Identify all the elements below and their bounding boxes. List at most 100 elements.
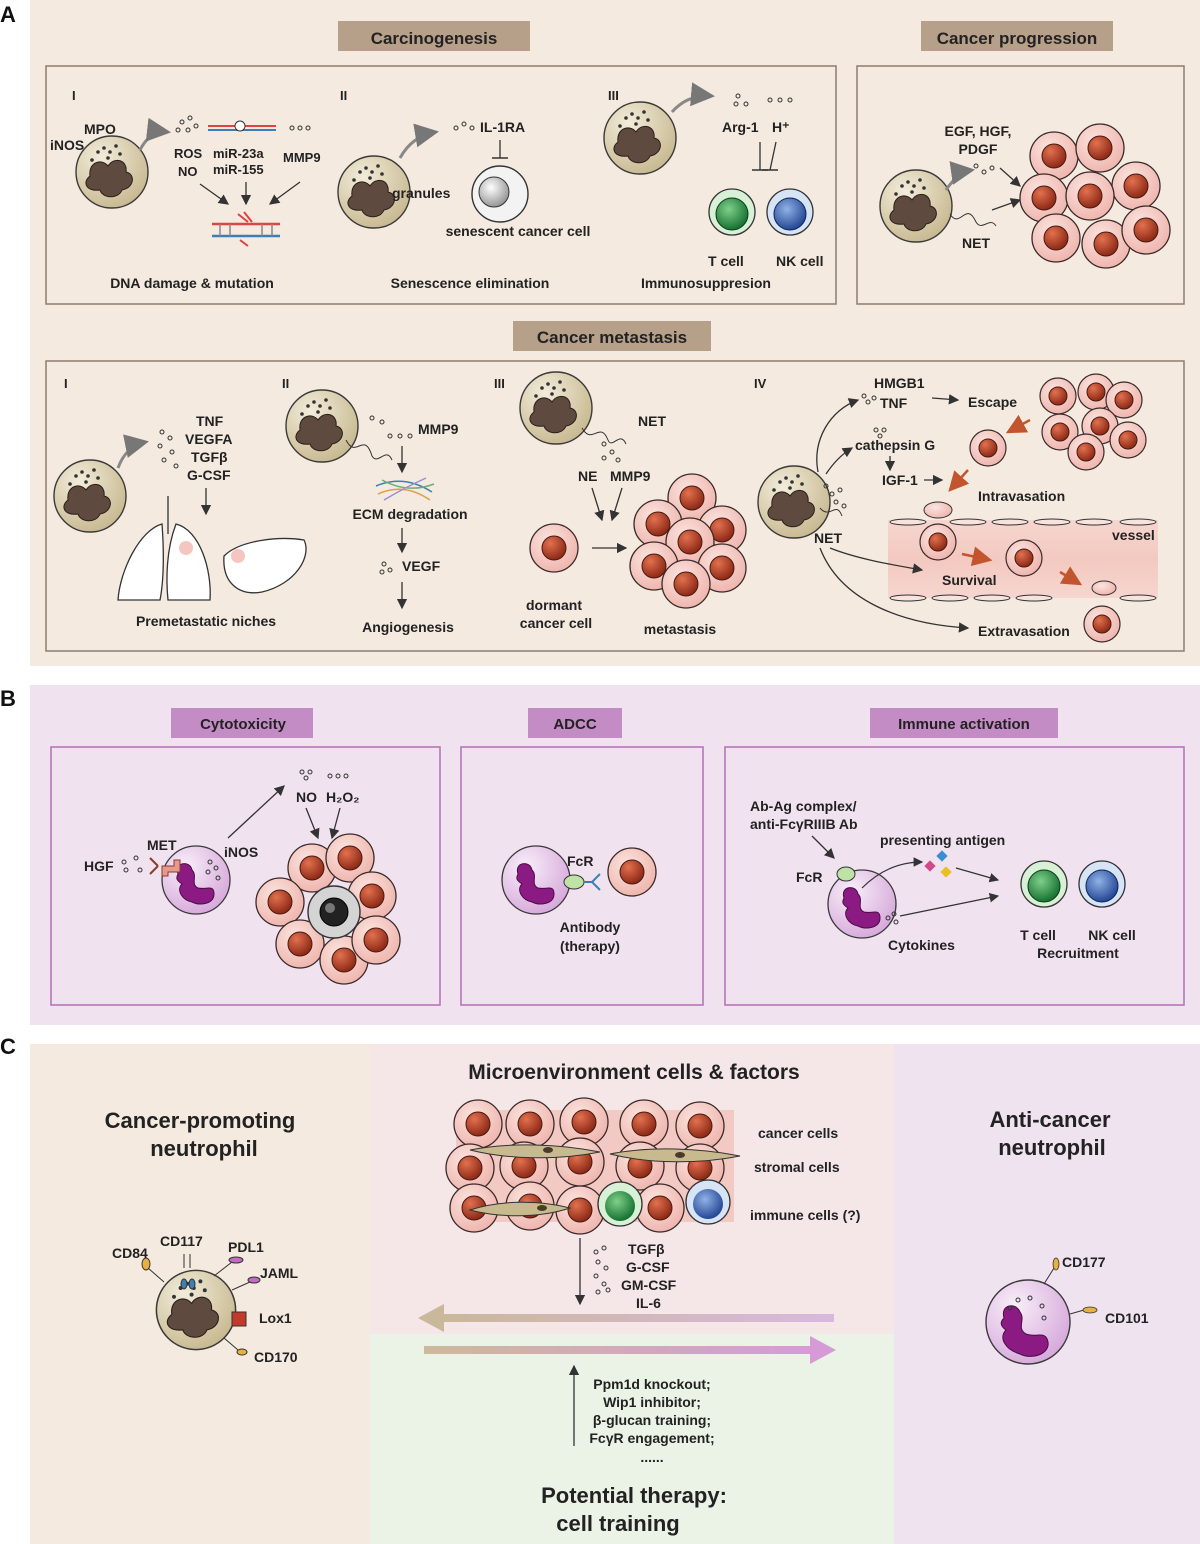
mir155-label: miR-155	[213, 162, 264, 177]
dormant-cancer-cell	[529, 523, 579, 573]
factor-dots	[593, 1245, 611, 1295]
ros-label: ROS	[174, 146, 203, 161]
neutrophil-cell	[603, 101, 677, 175]
factor-il6: IL-6	[636, 1295, 661, 1311]
senescent-cell	[471, 165, 529, 223]
metastasis-ii-dots	[369, 415, 413, 439]
metastasis-iv-roman: IV	[754, 376, 767, 391]
marker-cd84: CD84	[112, 1245, 148, 1261]
progression-factors-1: EGF, HGF,	[945, 123, 1012, 139]
t-cell	[708, 188, 756, 236]
metastasis-i-dots	[157, 429, 179, 469]
met-receptor-icon	[149, 857, 181, 877]
vegf-label: VEGF	[402, 558, 441, 574]
mmp9-label: MMP9	[283, 150, 321, 165]
therapy-item-2: Wip1 inhibitor;	[603, 1394, 701, 1410]
carcinogenesis-i-roman: I	[72, 88, 76, 103]
adcc-box	[460, 746, 704, 1006]
target-cancer-cell	[607, 847, 657, 897]
marker-cd117: CD117	[160, 1233, 203, 1249]
promoting-markers	[141, 1254, 261, 1356]
panel-c-mid-bottom-background	[370, 1334, 894, 1544]
left-conversion-arrow	[418, 1304, 834, 1332]
marker-cd101: CD101	[1105, 1310, 1149, 1326]
progression-title-box	[921, 21, 1113, 51]
tgfb-label: TGFβ	[191, 449, 228, 465]
fcr-immune-label: FcR	[796, 869, 822, 885]
dormant-label-2: cancer cell	[520, 615, 592, 631]
antibody-label-1: Antibody	[560, 919, 621, 935]
mmp9-met-label: MMP9	[418, 421, 459, 437]
tumor-cluster-b	[255, 833, 401, 985]
marker-pdl1: PDL1	[228, 1239, 264, 1255]
metastasis-i-roman: I	[64, 376, 68, 391]
progression-title: Cancer progression	[937, 29, 1098, 48]
ros-dots	[175, 115, 199, 133]
escaping-cell	[969, 429, 1007, 467]
carcinogenesis-box	[45, 65, 837, 305]
cytotoxicity-title-box	[171, 708, 313, 738]
presenting-antigen-label: presenting antigen	[880, 832, 1005, 848]
cathepsin-label: cathepsin G	[855, 437, 935, 453]
microenvironment-tissue	[445, 1097, 741, 1235]
immune-cells-label: immune cells (?)	[750, 1207, 860, 1223]
cytotoxicity-title: Cytotoxicity	[200, 716, 287, 733]
fcr-adcc-label: FcR	[567, 853, 593, 869]
granules-label: granules	[392, 185, 451, 201]
arg1-dots	[733, 93, 793, 107]
inos-label: iNOS	[50, 137, 84, 153]
il1ra-dots	[453, 121, 475, 131]
immune-title-box	[870, 708, 1058, 738]
metastasis-iii-roman: III	[494, 376, 505, 391]
ecm-label: ECM degradation	[352, 506, 467, 522]
cancer-cells-label: cancer cells	[758, 1125, 838, 1141]
carcinogenesis-title-box	[338, 21, 530, 51]
vegf-dots	[379, 561, 393, 575]
carcinogenesis-iii-roman: III	[608, 88, 619, 103]
t-cell-b	[1020, 860, 1068, 908]
mpo-label: MPO	[84, 121, 116, 137]
no-label: NO	[178, 164, 198, 179]
metastasis-ii-roman: II	[282, 376, 289, 391]
cathepsin-dots	[873, 427, 887, 439]
nk-cell	[766, 188, 814, 236]
cytotoxicity-box	[50, 746, 441, 1006]
dna-damage-icon	[212, 211, 280, 247]
intravasation-label: Intravasation	[978, 488, 1065, 504]
hmgb1-dots	[861, 393, 877, 405]
panel-b-letter: B	[0, 686, 16, 711]
promoting-title-1: Cancer-promoting	[105, 1108, 296, 1133]
hmgb1-label: HMGB1	[874, 375, 925, 391]
factor-gmcsf: GM-CSF	[621, 1277, 677, 1293]
no-h2o2-dots	[299, 769, 349, 781]
hgf-dots	[121, 855, 143, 873]
progression-dots	[973, 163, 995, 175]
endothelium	[889, 518, 1157, 602]
nk-cell-label: NK cell	[776, 253, 823, 269]
cancer-promoting-neutrophil	[155, 1269, 237, 1351]
antibody-label-2: (therapy)	[560, 938, 620, 954]
marker-cd170: CD170	[254, 1349, 298, 1365]
stromal-cells-label: stromal cells	[754, 1159, 840, 1175]
hgf-label: HGF	[84, 858, 114, 874]
net-iv-label: NET	[814, 530, 842, 546]
therapy-item-3: β-glucan training;	[593, 1412, 711, 1428]
fcr-receptor-icon	[563, 874, 585, 890]
metastasis-title-box	[513, 321, 711, 351]
therapy-item-4: FcγR engagement;	[589, 1430, 714, 1446]
met-label: MET	[147, 837, 177, 853]
progression-factors-2: PDGF	[959, 141, 998, 157]
therapy-title-2: cell training	[556, 1511, 679, 1536]
arg1-label: Arg-1	[722, 119, 759, 135]
abag-label-1: Ab-Ag complex/	[750, 798, 857, 814]
no-b-label: NO	[296, 789, 317, 805]
extravasation-label: Extravasation	[978, 623, 1070, 639]
carcinogenesis-title: Carcinogenesis	[371, 29, 498, 48]
right-conversion-arrow	[424, 1336, 836, 1364]
progression-net-label: NET	[962, 235, 990, 251]
inos-dots	[205, 859, 221, 881]
lung-icon	[117, 496, 211, 601]
extravasating-cell	[1083, 580, 1121, 643]
metastasis-iv-dots	[823, 483, 847, 509]
premetastatic-caption: Premetastatic niches	[136, 613, 276, 629]
